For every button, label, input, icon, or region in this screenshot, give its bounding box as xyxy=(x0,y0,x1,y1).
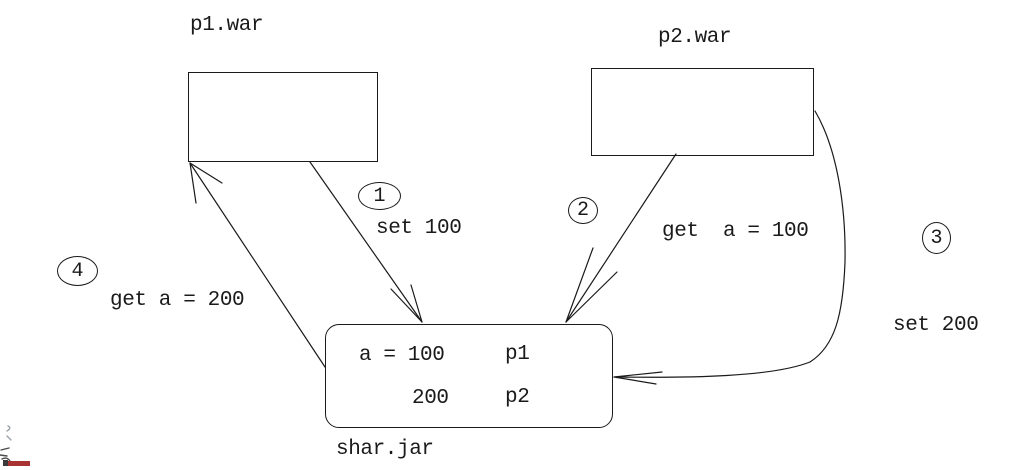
step-4-number: 4 xyxy=(71,259,84,283)
step-2-number: 2 xyxy=(576,199,589,222)
step-3-label: set 200 xyxy=(893,314,979,337)
shar-jar-caption: shar.jar xyxy=(336,438,434,461)
step-4-badge: 4 xyxy=(57,256,98,286)
step-4-label: get a = 200 xyxy=(110,289,245,312)
artifact-dark-marks xyxy=(0,447,12,464)
step-1-label: set 100 xyxy=(376,217,462,240)
p1-war-title: p1.war xyxy=(190,14,264,37)
shar-row-2-owner: p2 xyxy=(505,386,530,409)
artifact-dark-pixel xyxy=(3,460,8,466)
p2-war-title: p2.war xyxy=(658,26,732,49)
shar-row-1-value: a = 100 xyxy=(359,344,445,367)
step-1-number: 1 xyxy=(373,184,386,208)
step-2-badge: 2 xyxy=(568,197,598,224)
arrow-get-a-200 xyxy=(189,162,326,368)
artifact-red-smudge xyxy=(8,461,30,466)
step-1-badge: 1 xyxy=(358,182,401,210)
shar-jar-box xyxy=(325,324,613,428)
step-2-label: get a = 100 xyxy=(662,220,809,243)
step-3-badge: 3 xyxy=(922,222,951,254)
step-3-number: 3 xyxy=(930,226,943,250)
p1-war-box xyxy=(188,72,378,162)
shar-row-2-value: 200 xyxy=(412,387,449,410)
shar-row-1-owner: p1 xyxy=(505,343,530,366)
artifact-gray-squiggle xyxy=(6,425,12,441)
arrow-get-a-100 xyxy=(565,153,677,323)
p2-war-box xyxy=(591,68,814,156)
